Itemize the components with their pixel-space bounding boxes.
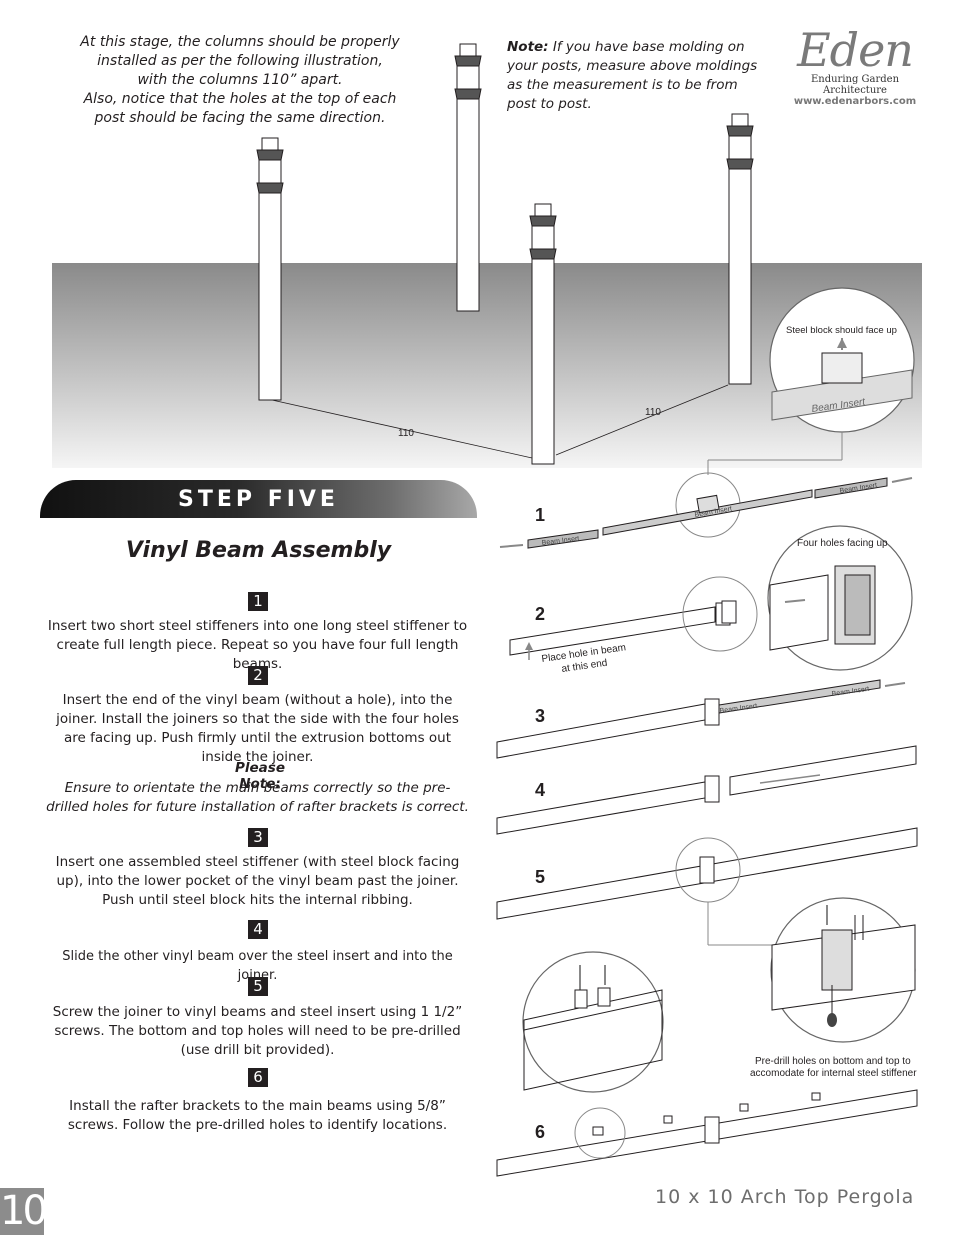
diagram-step-number: 2	[535, 604, 545, 624]
step-banner: STEP FIVE	[40, 480, 477, 518]
instruction-text: Insert the end of the vinyl beam (withou…	[56, 692, 459, 765]
intro-line: At this stage, the columns should be pro…	[80, 34, 400, 50]
instruction-number: 1	[248, 592, 268, 611]
callout-steel-text: Steel block should face up	[786, 325, 897, 336]
diagram-step-number: 5	[535, 867, 545, 887]
joiner	[699, 856, 715, 884]
logo-url: www.edenarbors.com	[793, 96, 917, 107]
beam-insert-short	[527, 529, 599, 549]
distance-label: 110	[398, 428, 414, 439]
molding-note-label: Note:	[507, 39, 549, 55]
instruction-text: Insert two short steel stiffeners into o…	[47, 618, 468, 672]
instruction-text: Screw the joiner to vinyl beams and stee…	[52, 1004, 463, 1058]
distance-label: 110	[645, 407, 661, 418]
detail-circle	[574, 1107, 626, 1159]
beam-insert-short	[814, 477, 888, 499]
joiner	[704, 1116, 720, 1144]
instruction-text: Insert one assembled steel stiffener (wi…	[55, 854, 460, 908]
post-back-left	[454, 43, 482, 312]
vinyl-beam	[496, 781, 706, 835]
instruction-number: 4	[248, 920, 268, 939]
callout-holes-text: Four holes facing up	[797, 538, 888, 549]
instruction-number: 5	[248, 977, 268, 996]
intro-line: Also, notice that the holes at the top o…	[83, 91, 397, 107]
distance-line	[271, 399, 533, 459]
beam-insert-long	[602, 489, 813, 536]
please-note-text: Ensure to orientate the main beams corre…	[46, 780, 469, 815]
vinyl-beam	[496, 703, 706, 759]
diagram-step-number: 6	[535, 1122, 545, 1142]
instruction-text: Install the rafter brackets to the main …	[67, 1098, 448, 1133]
intro-line: with the columns 110” apart.	[137, 72, 343, 88]
steel-block	[696, 494, 720, 514]
rafter-bracket	[739, 1103, 749, 1112]
rafter-bracket-callout	[522, 951, 664, 1093]
section-title: Vinyl Beam Assembly	[125, 538, 392, 563]
instruction-number: 3	[248, 828, 268, 847]
please-note-label: Please Note:	[235, 760, 285, 792]
diagram-step-number: 1	[535, 505, 545, 525]
beam-insert-label: Beam Insert	[541, 535, 579, 547]
detail-circle	[682, 576, 758, 652]
footer-title: 10 x 10 Arch Top Pergola	[655, 1186, 915, 1208]
instruction-number: 2	[248, 666, 268, 685]
distance-line	[555, 384, 729, 456]
post-front-left	[256, 137, 284, 401]
intro-line: post should be facing the same direction…	[94, 110, 386, 126]
post-front-right	[529, 203, 557, 465]
joiner-closeup-callout: Pre-drill holes on bottom and top to acc…	[750, 897, 917, 1079]
post-back-right	[726, 113, 754, 385]
rafter-bracket	[592, 1126, 604, 1136]
steel-block-callout: Steel block should face up Beam Insert	[707, 287, 915, 475]
predrill-note-2: accomodate for internal steel stiffener	[750, 1068, 917, 1079]
joiner	[704, 698, 720, 726]
diagram-step-number: 4	[535, 780, 545, 800]
page-number: 10	[0, 1188, 48, 1235]
logo-name: Eden	[797, 23, 914, 77]
intro-note: At this stage, the columns should be pro…	[80, 33, 400, 128]
instruction-number: 6	[248, 1068, 268, 1087]
rafter-bracket	[663, 1115, 673, 1124]
predrill-note-1: Pre-drill holes on bottom and top to	[755, 1056, 911, 1067]
eden-logo: Eden Enduring Garden Architecture www.ed…	[780, 26, 930, 107]
beam-insert	[718, 679, 881, 714]
diagram-step-number: 3	[535, 706, 545, 726]
joiner	[704, 775, 720, 803]
logo-tagline: Enduring Garden Architecture	[810, 74, 900, 96]
vinyl-beam	[509, 606, 716, 656]
four-holes-callout: Four holes facing up	[767, 525, 913, 671]
molding-note-text: If you have base molding on your posts, …	[507, 39, 758, 112]
vinyl-beam	[729, 745, 917, 796]
intro-line: installed as per the following illustrat…	[97, 53, 383, 69]
molding-note: Note: If you have base molding on your p…	[507, 38, 767, 114]
rafter-bracket	[811, 1092, 821, 1101]
beam-insert-label: Beam Insert	[839, 482, 877, 495]
